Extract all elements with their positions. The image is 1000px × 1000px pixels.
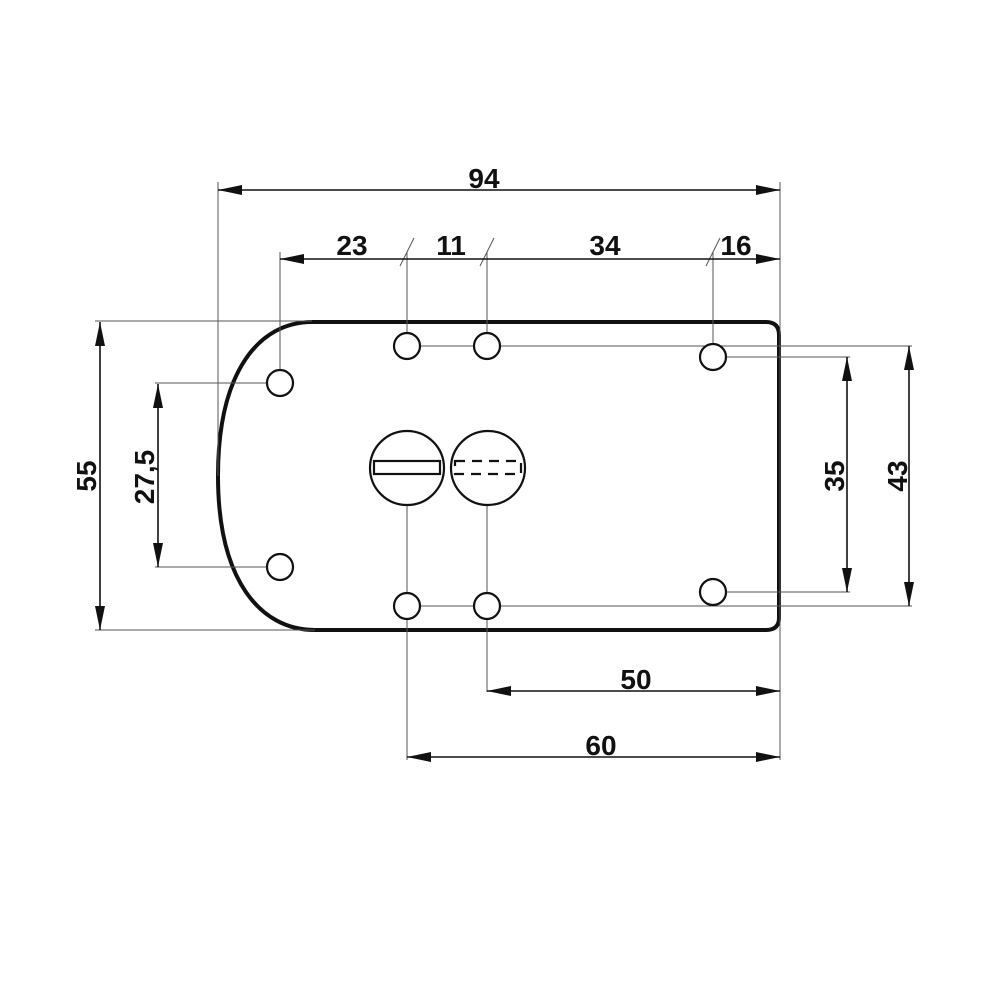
hole-top-center-right [472,331,502,361]
label-bottom-long: 60 [585,730,616,761]
lock-body-outline [215,320,781,632]
hole-top-right [698,342,728,372]
label-segment-a: 23 [336,230,367,261]
hole-bottom-right [698,577,728,607]
label-right-inner-spacing: 35 [819,460,850,491]
label-bottom-short: 50 [620,664,651,695]
hole-left-upper [265,368,295,398]
label-right-outer-spacing: 43 [882,460,913,491]
label-segment-d: 16 [720,230,751,261]
label-left-hole-spacing: 27,5 [129,450,160,505]
label-segment-c: 34 [589,230,621,261]
cylinder-right [449,429,527,507]
cylinder-left [368,429,446,507]
hole-left-lower [265,552,295,582]
hole-top-center-left [392,331,422,361]
hole-bottom-center-left [392,591,422,621]
dimension-lines [95,185,914,762]
label-overall-height: 55 [71,460,102,491]
label-overall-width: 94 [468,163,500,194]
label-segment-b: 11 [436,230,466,261]
hole-bottom-center-right [472,591,502,621]
mounting-holes [265,331,728,621]
dimension-labels: 94 23 11 34 16 55 27,5 35 43 50 60 [71,163,913,761]
